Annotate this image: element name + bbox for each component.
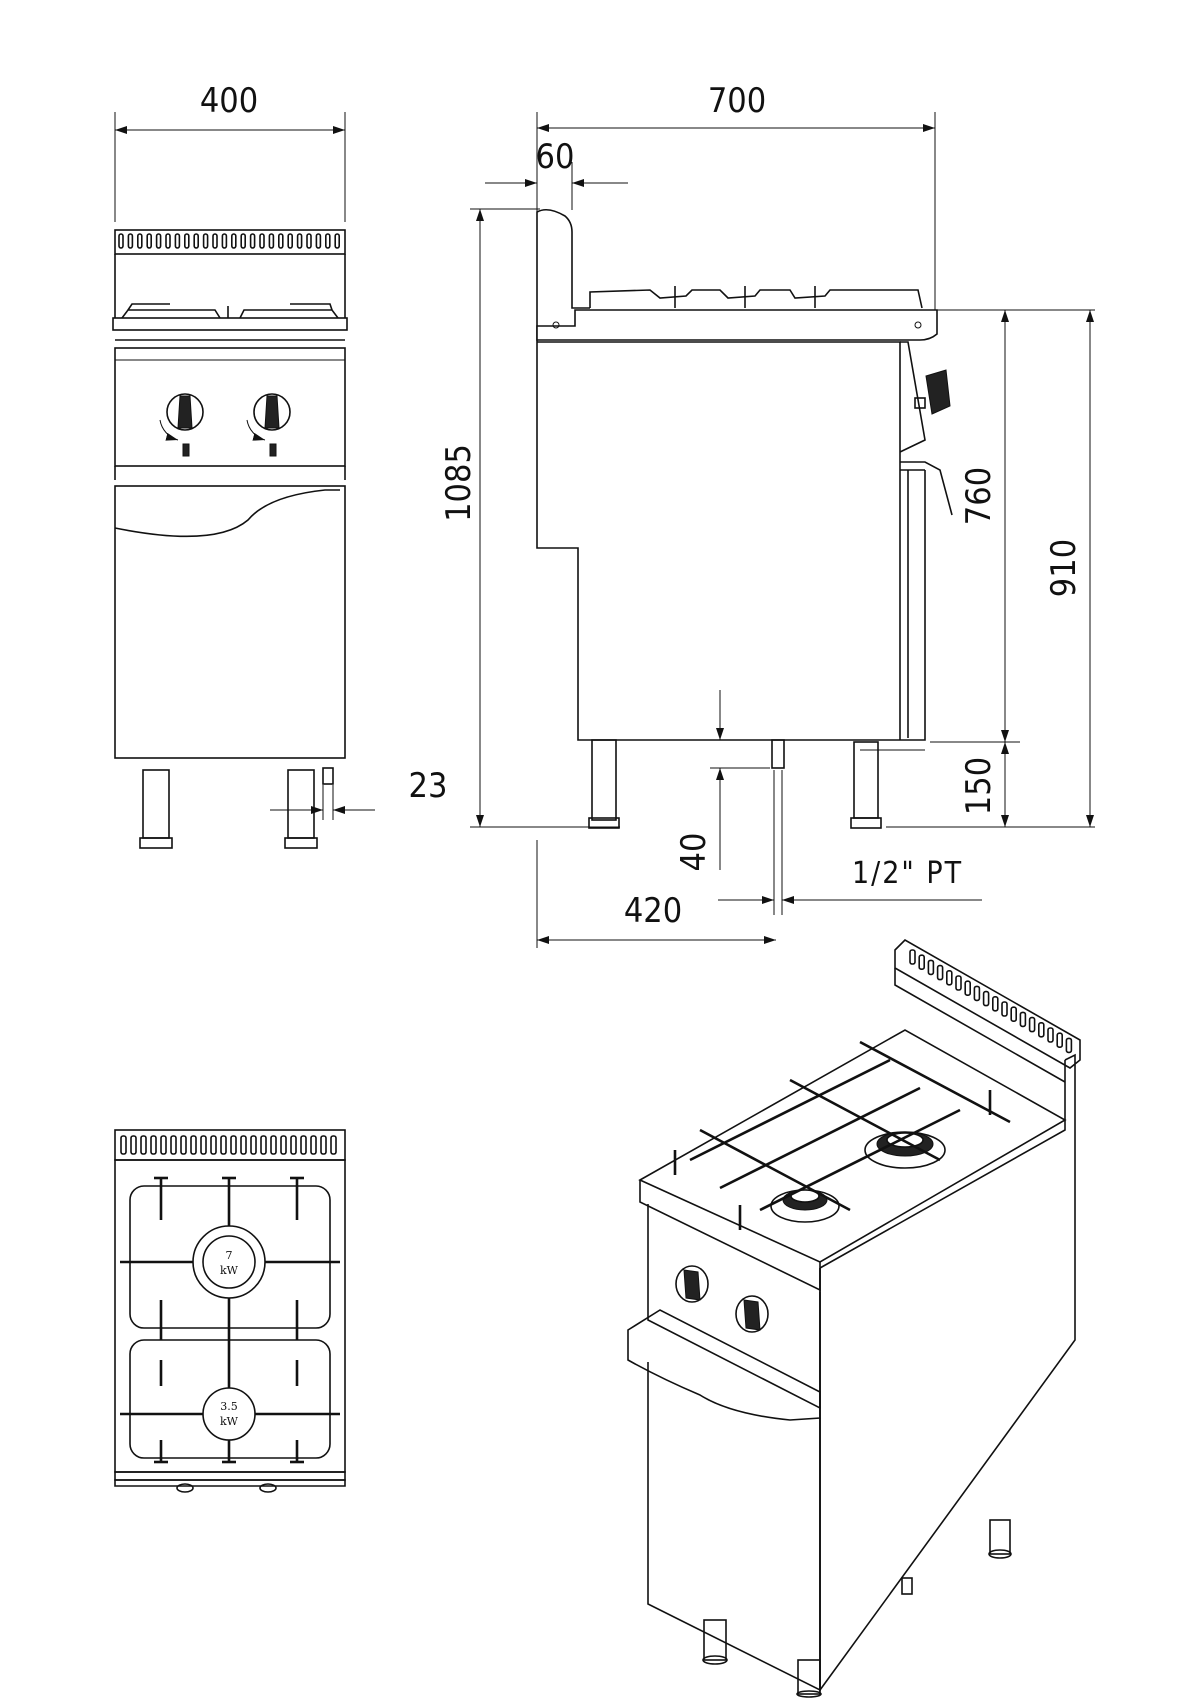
vent-slot bbox=[280, 1135, 287, 1155]
vent-slot bbox=[1001, 1001, 1008, 1017]
vent-slot bbox=[1038, 1021, 1045, 1038]
backsplash-vents bbox=[118, 233, 341, 249]
dim-inlet-depth: 420 bbox=[624, 891, 682, 931]
front-view: 400 bbox=[112, 81, 448, 849]
vent-slot bbox=[165, 233, 171, 249]
vent-slot bbox=[127, 233, 134, 249]
dim-inlet-height: 40 bbox=[674, 833, 714, 872]
vent-slot bbox=[927, 959, 935, 976]
dim-overall-height: 1085 bbox=[439, 444, 479, 522]
vent-slot bbox=[330, 1135, 337, 1155]
vent-slot bbox=[1010, 1006, 1018, 1023]
isometric-view bbox=[627, 939, 1081, 1698]
vent-slot bbox=[184, 233, 190, 249]
dim-backsplash: 60 bbox=[536, 137, 575, 177]
vent-slot bbox=[334, 233, 341, 249]
dim-gas-inlet-offset: 23 bbox=[409, 766, 448, 806]
vent-slot bbox=[200, 1135, 207, 1155]
dim-work-height: 760 bbox=[959, 467, 999, 525]
vent-slot bbox=[287, 233, 294, 249]
vent-slot bbox=[174, 233, 181, 249]
vent-slot bbox=[155, 233, 162, 249]
vent-slot bbox=[250, 1135, 257, 1155]
vent-slot bbox=[240, 1135, 247, 1155]
vent-slot bbox=[1047, 1027, 1054, 1043]
dim-pipe-thread: 1/2" PT bbox=[852, 856, 963, 891]
vent-slot bbox=[945, 969, 953, 986]
vent-slot bbox=[918, 954, 926, 971]
vent-slot bbox=[190, 1135, 197, 1155]
vent-slot bbox=[324, 233, 331, 249]
vent-slot bbox=[130, 1135, 137, 1155]
vent-slot bbox=[220, 1135, 227, 1155]
dim-side-depth: 700 bbox=[708, 81, 766, 121]
vent-slot bbox=[982, 990, 990, 1007]
vent-slot bbox=[120, 1135, 127, 1155]
burner-front-unit: kW bbox=[220, 1415, 239, 1428]
top-backsplash-vents bbox=[120, 1135, 337, 1155]
side-view: 700 60 1085 bbox=[439, 81, 1095, 948]
vent-slot bbox=[202, 233, 209, 249]
iso-knob-left bbox=[675, 1265, 709, 1303]
vent-slot bbox=[973, 985, 981, 1002]
vent-slot bbox=[118, 233, 124, 249]
vent-slot bbox=[270, 1135, 277, 1155]
top-view: 7 kW 3.5 kW bbox=[114, 1129, 346, 1493]
iso-backsplash-vents bbox=[909, 949, 1073, 1054]
burner-rear-value: 7 bbox=[226, 1249, 233, 1262]
dim-total-height: 910 bbox=[1044, 539, 1084, 597]
vent-slot bbox=[146, 233, 152, 249]
vent-slot bbox=[260, 1135, 267, 1155]
vent-slot bbox=[955, 975, 962, 991]
vent-slot bbox=[1028, 1016, 1036, 1033]
vent-slot bbox=[212, 233, 218, 249]
vent-slot bbox=[296, 233, 303, 249]
vent-slot bbox=[170, 1135, 177, 1155]
vent-slot bbox=[180, 1135, 187, 1155]
vent-slot bbox=[268, 233, 275, 249]
vent-slot bbox=[300, 1135, 307, 1155]
vent-slot bbox=[1065, 1037, 1073, 1054]
burner-rear-unit: kW bbox=[220, 1264, 239, 1277]
vent-slot bbox=[909, 949, 916, 965]
vent-slot bbox=[150, 1135, 157, 1155]
vent-slot bbox=[210, 1135, 217, 1155]
vent-slot bbox=[259, 233, 265, 249]
right-knob bbox=[246, 393, 291, 457]
vent-slot bbox=[991, 995, 999, 1012]
vent-slot bbox=[964, 980, 972, 997]
vent-slot bbox=[249, 233, 256, 249]
vent-slot bbox=[1019, 1011, 1027, 1028]
vent-slot bbox=[193, 233, 199, 249]
vent-slot bbox=[137, 233, 143, 249]
vent-slot bbox=[221, 233, 228, 249]
dim-front-width: 400 bbox=[200, 81, 258, 121]
dim-leg-height: 150 bbox=[959, 757, 999, 815]
vent-slot bbox=[936, 964, 944, 981]
iso-knob-right bbox=[735, 1295, 769, 1333]
vent-slot bbox=[290, 1135, 297, 1155]
burner-front-value: 3.5 bbox=[220, 1400, 238, 1413]
vent-slot bbox=[320, 1135, 327, 1155]
vent-slot bbox=[1056, 1032, 1063, 1048]
left-knob bbox=[159, 393, 204, 457]
iso-burner-front bbox=[770, 1189, 840, 1223]
vent-slot bbox=[231, 233, 237, 249]
vent-slot bbox=[315, 233, 322, 249]
vent-slot bbox=[277, 233, 284, 249]
vent-slot bbox=[310, 1135, 317, 1155]
vent-slot bbox=[160, 1135, 167, 1155]
vent-slot bbox=[240, 233, 246, 249]
vent-slot bbox=[306, 233, 312, 249]
vent-slot bbox=[140, 1135, 147, 1155]
vent-slot bbox=[230, 1135, 237, 1155]
